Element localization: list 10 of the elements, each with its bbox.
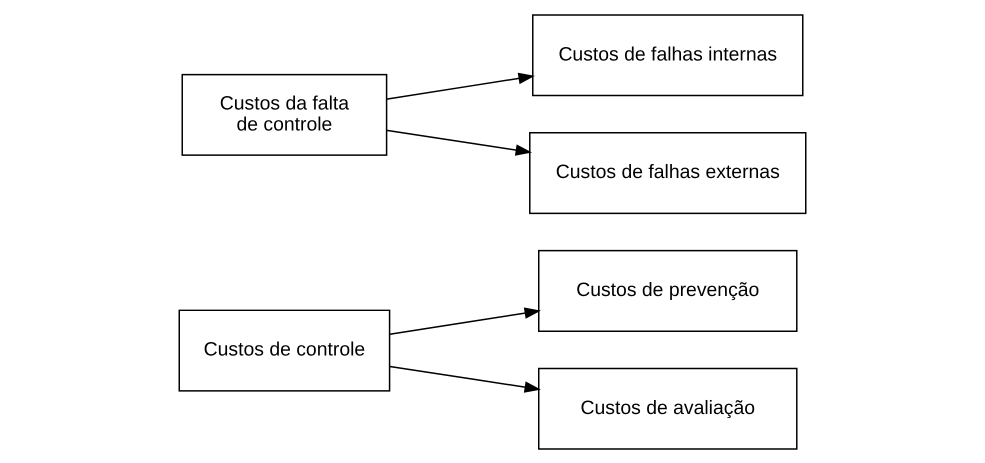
- arrow: [386, 72, 535, 100]
- arrow: [390, 365, 541, 392]
- node-box: Custos de controle: [178, 309, 390, 392]
- node-box: Custos da falta de controle: [182, 73, 388, 156]
- node-box: Custos de prevenção: [538, 249, 798, 332]
- arrow: [390, 306, 541, 335]
- node-box: Custos de falhas externas: [529, 132, 806, 214]
- arrow: [386, 129, 532, 156]
- node-box: Custos de falhas internas: [532, 14, 804, 96]
- node-box: Custos de avaliação: [538, 367, 798, 450]
